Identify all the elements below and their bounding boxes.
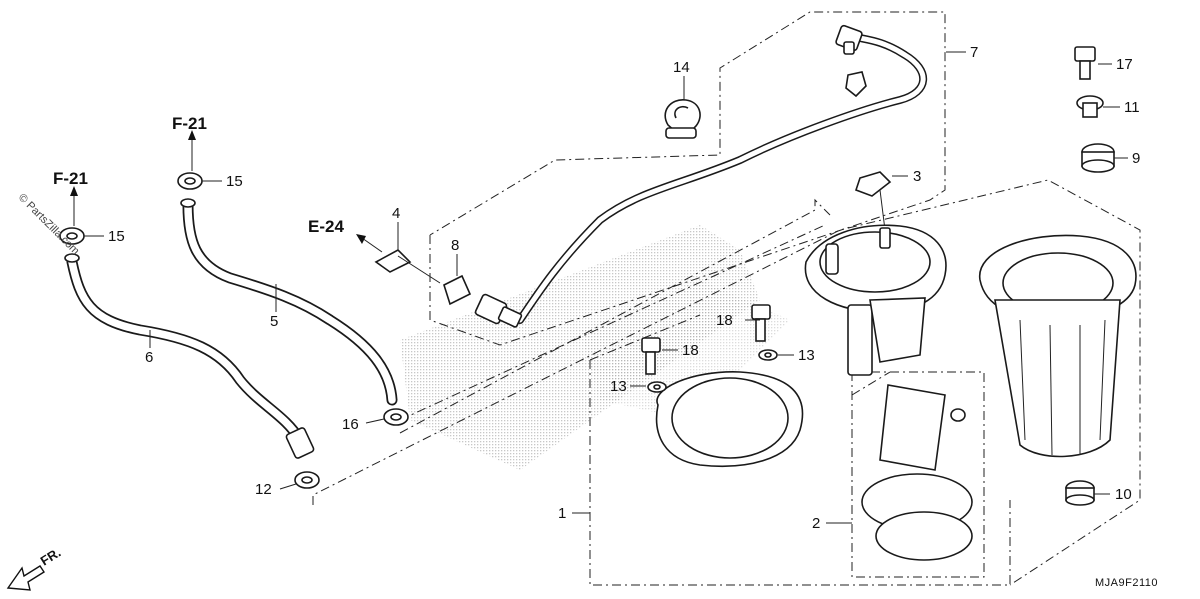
callout-5: 5: [270, 313, 278, 330]
washer-13-right: [758, 349, 778, 361]
clip-part: [845, 71, 867, 98]
fuel-line-7: [474, 24, 928, 328]
clamp-14: [664, 99, 701, 139]
bolt-18-right: [751, 304, 771, 342]
callout-17: 17: [1116, 56, 1133, 73]
callout-15-mid: 15: [226, 173, 243, 190]
callout-13-left: 13: [610, 378, 627, 395]
callout-14: 14: [673, 59, 690, 76]
fuel-pump-assembly: [804, 224, 947, 376]
callout-6: 6: [145, 349, 153, 366]
collar-11: [1076, 95, 1104, 118]
clamp-15-mid: [177, 172, 203, 190]
callout-15-left: 15: [108, 228, 125, 245]
grommet-10: [1065, 480, 1095, 506]
front-direction-marker: FR.: [6, 545, 64, 591]
callout-10: 10: [1115, 486, 1132, 503]
callout-13-right: 13: [798, 347, 815, 364]
front-label: FR.: [38, 545, 64, 569]
clamp-12: [294, 471, 320, 489]
leader-lines: [70, 51, 1128, 524]
callout-12: 12: [255, 481, 272, 498]
clamp-15-left: [59, 227, 85, 245]
bolt-18-left: [641, 337, 661, 375]
clip-8: [443, 274, 472, 306]
filter-element: [879, 384, 966, 471]
diagram-code: MJA9F2110: [1095, 577, 1158, 589]
grommet-9: [1081, 143, 1115, 173]
callout-4: 4: [392, 205, 400, 222]
callout-18-right: 18: [716, 312, 733, 329]
o-ring: [861, 473, 973, 561]
hose-6: [64, 253, 315, 459]
callout-18-left: 18: [682, 342, 699, 359]
bolt-17: [1074, 46, 1096, 80]
callout-11: 11: [1124, 99, 1140, 116]
ref-f21-mid: F-21: [172, 114, 207, 133]
callout-1: 1: [558, 505, 566, 522]
halftone-watermark: [400, 225, 790, 470]
callout-16: 16: [342, 416, 359, 433]
callout-7: 7: [970, 44, 978, 61]
callout-9: 9: [1132, 150, 1140, 167]
clip-4: [374, 249, 441, 284]
callout-8: 8: [451, 237, 459, 254]
washer-13-left: [647, 381, 667, 393]
ref-e24: E-24: [308, 217, 344, 236]
reference-labels: F-21 F-21 E-24: [53, 114, 344, 236]
clamp-16: [383, 408, 409, 426]
pump-plate: [655, 371, 804, 468]
fuel-pump-case: [979, 234, 1137, 458]
watermark-text: © PartsZilla.com: [16, 192, 82, 258]
callout-3: 3: [913, 168, 921, 185]
callouts: 1 2 3 4 5 6 7 8 9 10 11 12 13 13 14 15 1…: [108, 44, 1140, 532]
hose-5: [180, 198, 398, 406]
callout-2: 2: [812, 515, 820, 532]
joint-3: [854, 171, 892, 231]
ref-f21-left: F-21: [53, 169, 88, 188]
